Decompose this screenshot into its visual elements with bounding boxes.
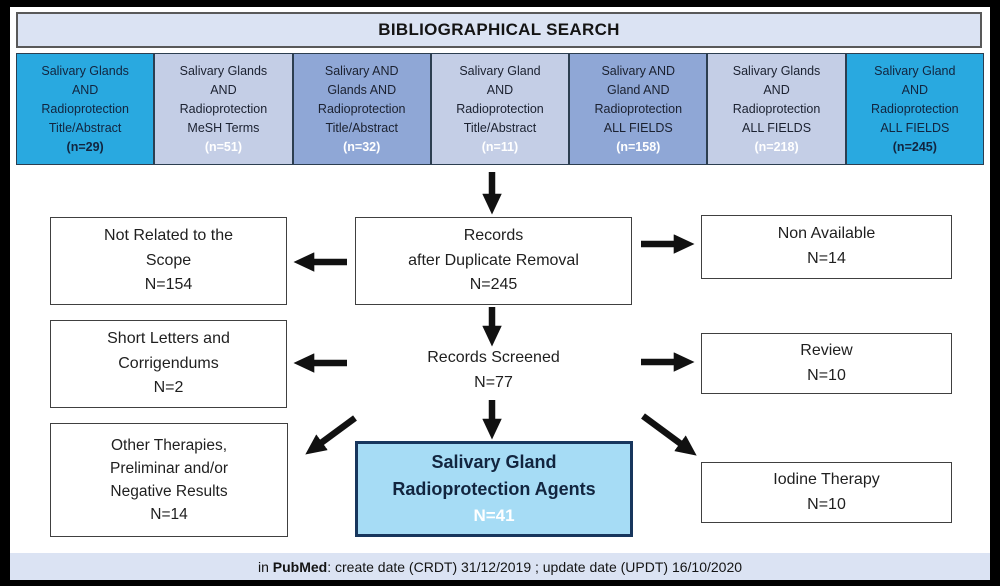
query-line: Salivary AND (324, 63, 399, 78)
footer-prefix: in (257, 558, 273, 575)
query-line: ALL FIELDS (742, 120, 812, 135)
box-count: N=10 (807, 366, 846, 384)
non-available-box: Non Available N=14 (701, 215, 952, 279)
box-count: N=14 (807, 250, 846, 267)
box-line: Preliminar and/or (109, 459, 229, 477)
query-count: (n=32) (343, 139, 381, 154)
query-line: Radioprotection (41, 101, 129, 116)
box-count: N=10 (807, 495, 846, 513)
query-line: Glands AND (327, 82, 397, 97)
query-line: Radioprotection (179, 101, 268, 116)
search-query-box-5: Salivary AND Gland AND Radioprotection A… (569, 53, 708, 165)
search-query-box-1: Salivary Glands AND Radioprotection Titl… (16, 53, 155, 165)
box-line: Salivary Gland (431, 452, 557, 473)
footer-rest: : create date (CRDT) 31/12/2019 ; update… (327, 558, 743, 575)
iodine-therapy-box: Iodine Therapy N=10 (701, 462, 952, 523)
query-line: Radioprotection (317, 101, 406, 116)
query-line: Title/Abstract (48, 120, 122, 135)
query-line: Salivary AND (601, 63, 676, 78)
query-line: ALL FIELDS (603, 120, 673, 135)
footer-pubmed: PubMed (272, 558, 328, 575)
query-line: AND (210, 82, 237, 97)
query-line: Title/Abstract (463, 120, 537, 135)
query-count: (n=158) (616, 139, 661, 154)
box-line: Negative Results (110, 483, 228, 500)
query-line: Radioprotection (594, 101, 683, 116)
query-line: Salivary Gland (874, 63, 956, 78)
box-line: Short Letters and (107, 329, 230, 347)
search-query-box-6: Salivary Glands AND Radioprotection ALL … (707, 53, 846, 165)
query-line: Radioprotection (732, 101, 821, 116)
query-count: (n=29) (66, 139, 104, 154)
query-count: (n=51) (204, 139, 242, 154)
search-query-box-3: Salivary AND Glands AND Radioprotection … (292, 53, 431, 165)
query-line: Salivary Gland (459, 63, 541, 78)
query-line: ALL FIELDS (880, 120, 950, 135)
box-line: Corrigendums (118, 354, 219, 372)
query-count: (n=11) (481, 139, 519, 154)
box-count: N=41 (473, 506, 515, 526)
query-line: AND (486, 82, 514, 97)
box-count: N=14 (150, 506, 188, 524)
query-line: AND (71, 82, 99, 97)
query-count: (n=245) (892, 139, 937, 154)
page-title: BIBLIOGRAPHICAL SEARCH (16, 12, 982, 48)
box-line: Radioprotection Agents (392, 479, 596, 500)
box-line: Iodine Therapy (773, 470, 880, 488)
box-count: N=154 (144, 276, 193, 294)
search-query-box-4: Salivary Gland AND Radioprotection Title… (430, 53, 570, 165)
box-line: Other Therapies, (110, 436, 228, 454)
search-query-box-7: Salivary Gland AND Radioprotection ALL F… (845, 53, 984, 165)
not-related-to-scope-box: Not Related to the Scope N=154 (50, 217, 287, 305)
box-line: Records Screened (427, 349, 560, 367)
search-query-box-2: Salivary Glands AND Radioprotection MeSH… (154, 53, 293, 165)
box-line: after Duplicate Removal (408, 251, 579, 269)
query-line: Radioprotection (456, 101, 544, 116)
query-line: Salivary Glands (732, 63, 821, 78)
box-count: N=2 (153, 379, 184, 397)
query-line: Salivary Glands (41, 63, 129, 78)
query-line: MeSH Terms (187, 120, 260, 135)
box-count: N=77 (474, 374, 513, 391)
query-line: AND (901, 82, 929, 97)
query-line: Radioprotection (871, 101, 959, 116)
review-box: Review N=10 (701, 333, 952, 394)
query-count: (n=218) (754, 139, 799, 154)
box-line: Records (463, 226, 524, 244)
records-screened-label: Records Screened N=77 (355, 345, 632, 397)
records-after-duplicate-removal-box: Records after Duplicate Removal N=245 (355, 217, 632, 305)
box-line: Not Related to the (104, 226, 233, 244)
short-letters-corrigendums-box: Short Letters and Corrigendums N=2 (50, 320, 287, 408)
query-line: Gland AND (607, 82, 670, 97)
search-queries-row: Salivary Glands AND Radioprotection Titl… (16, 53, 984, 165)
salivary-gland-radioprotection-agents-box: Salivary Gland Radioprotection Agents N=… (355, 441, 633, 537)
query-line: AND (763, 82, 790, 97)
other-therapies-box: Other Therapies, Preliminar and/or Negat… (50, 423, 288, 537)
box-line: Non Available (777, 225, 876, 243)
box-line: Review (800, 341, 853, 359)
query-line: Title/Abstract (325, 120, 398, 135)
box-line: Scope (145, 251, 192, 269)
box-count: N=245 (469, 276, 518, 294)
footer-note: in PubMed: create date (CRDT) 31/12/2019… (10, 553, 990, 580)
query-line: Salivary Glands (179, 63, 268, 78)
